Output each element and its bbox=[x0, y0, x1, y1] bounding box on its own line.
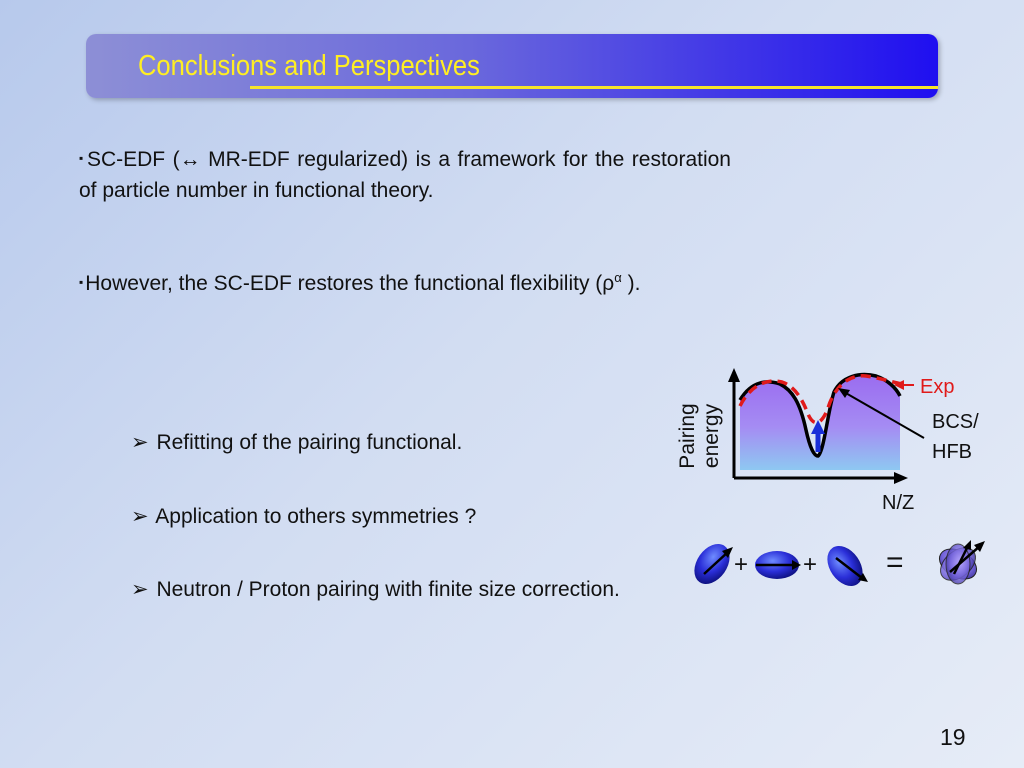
bcs-pointer-head bbox=[838, 388, 850, 398]
y-axis-arrowhead bbox=[728, 368, 740, 382]
restored-nucleus bbox=[939, 540, 985, 585]
plus-sign-1: + bbox=[734, 551, 749, 578]
arrow-bullet-icon: ➢ bbox=[131, 505, 149, 528]
gap-arrow-head bbox=[811, 420, 825, 434]
slide-title: Conclusions and Perspectives bbox=[138, 50, 480, 82]
sub-bullet-2: ➢ Application to others symmetries ? bbox=[131, 501, 631, 532]
x-axis-arrowhead bbox=[894, 472, 908, 484]
bullet-2-suffix: ). bbox=[621, 272, 641, 295]
bcs-label-line-2: HFB bbox=[932, 441, 972, 463]
deformed-nucleus-1 bbox=[694, 544, 733, 584]
bullet-marker: ▪ bbox=[79, 275, 84, 289]
page-number: 19 bbox=[940, 724, 966, 750]
arrow-bullet-icon: ➢ bbox=[131, 578, 149, 601]
sub-bullet-3-text: Neutron / Proton pairing with finite siz… bbox=[156, 578, 620, 601]
sub-bullet-1: ➢ Refitting of the pairing functional. bbox=[131, 427, 631, 458]
title-bar: Conclusions and Perspectives bbox=[86, 34, 938, 98]
pairing-area-fill bbox=[740, 374, 900, 470]
exp-pointer-head bbox=[894, 380, 904, 390]
bullet-1-text: SC-EDF (↔ MR-EDF regularized) is a frame… bbox=[79, 148, 731, 202]
rho-superscript: α bbox=[614, 270, 622, 285]
bullet-marker: ▪ bbox=[79, 151, 85, 165]
arrow-bullet-icon: ➢ bbox=[131, 431, 149, 454]
sub-bullet-2-text: Application to others symmetries ? bbox=[155, 505, 477, 528]
exp-curve bbox=[738, 374, 903, 425]
bcs-hfb-curve bbox=[738, 372, 902, 458]
bullet-2-text: However, the SC-EDF restores the functio… bbox=[85, 272, 615, 295]
bcs-label-line-1: BCS/ bbox=[932, 411, 979, 433]
sub-bullet-1-text: Refitting of the pairing functional. bbox=[156, 431, 463, 454]
equals-sign: = bbox=[886, 546, 904, 579]
sub-bullet-3: ➢ Neutron / Proton pairing with finite s… bbox=[131, 574, 620, 605]
x-axis-label: N/Z bbox=[882, 492, 915, 514]
deformed-nucleus-3 bbox=[827, 546, 868, 586]
bullet-1: ▪SC-EDF (↔ MR-EDF regularized) is a fram… bbox=[79, 143, 731, 206]
deformed-nucleus-2 bbox=[755, 551, 801, 579]
exp-label: Exp bbox=[920, 376, 955, 398]
bullet-2: ▪However, the SC-EDF restores the functi… bbox=[79, 262, 731, 299]
title-underline bbox=[250, 86, 938, 89]
plus-sign-2: + bbox=[803, 551, 818, 578]
bcs-pointer-line bbox=[843, 391, 925, 439]
